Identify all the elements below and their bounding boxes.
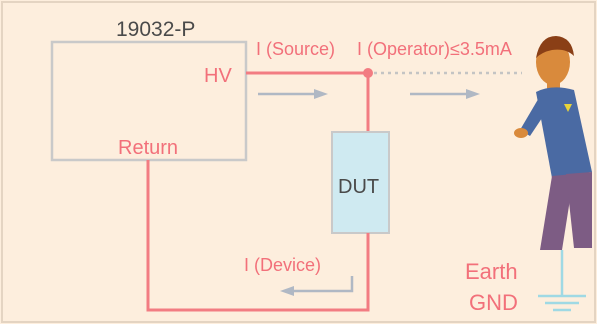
operator-current-arrow-icon xyxy=(410,89,480,99)
device-current-label: I (Device) xyxy=(244,255,321,275)
source-current-label: I (Source) xyxy=(256,39,335,59)
hv-terminal-label: HV xyxy=(204,65,232,87)
earth-ground-icon xyxy=(538,250,586,312)
dut-label: DUT xyxy=(338,176,379,198)
person-figure-icon xyxy=(514,36,592,250)
return-wire xyxy=(146,160,370,312)
operator-current-label: I (Operator)≤3.5mA xyxy=(357,39,512,59)
instrument-model-label: 19032-P xyxy=(116,18,195,41)
gnd-label: GND xyxy=(469,290,518,315)
earth-label: Earth xyxy=(465,259,518,284)
device-current-arrow-icon xyxy=(280,276,354,296)
return-terminal-label: Return xyxy=(118,137,178,159)
dut-box xyxy=(331,131,390,234)
source-current-arrow-icon xyxy=(258,89,328,99)
